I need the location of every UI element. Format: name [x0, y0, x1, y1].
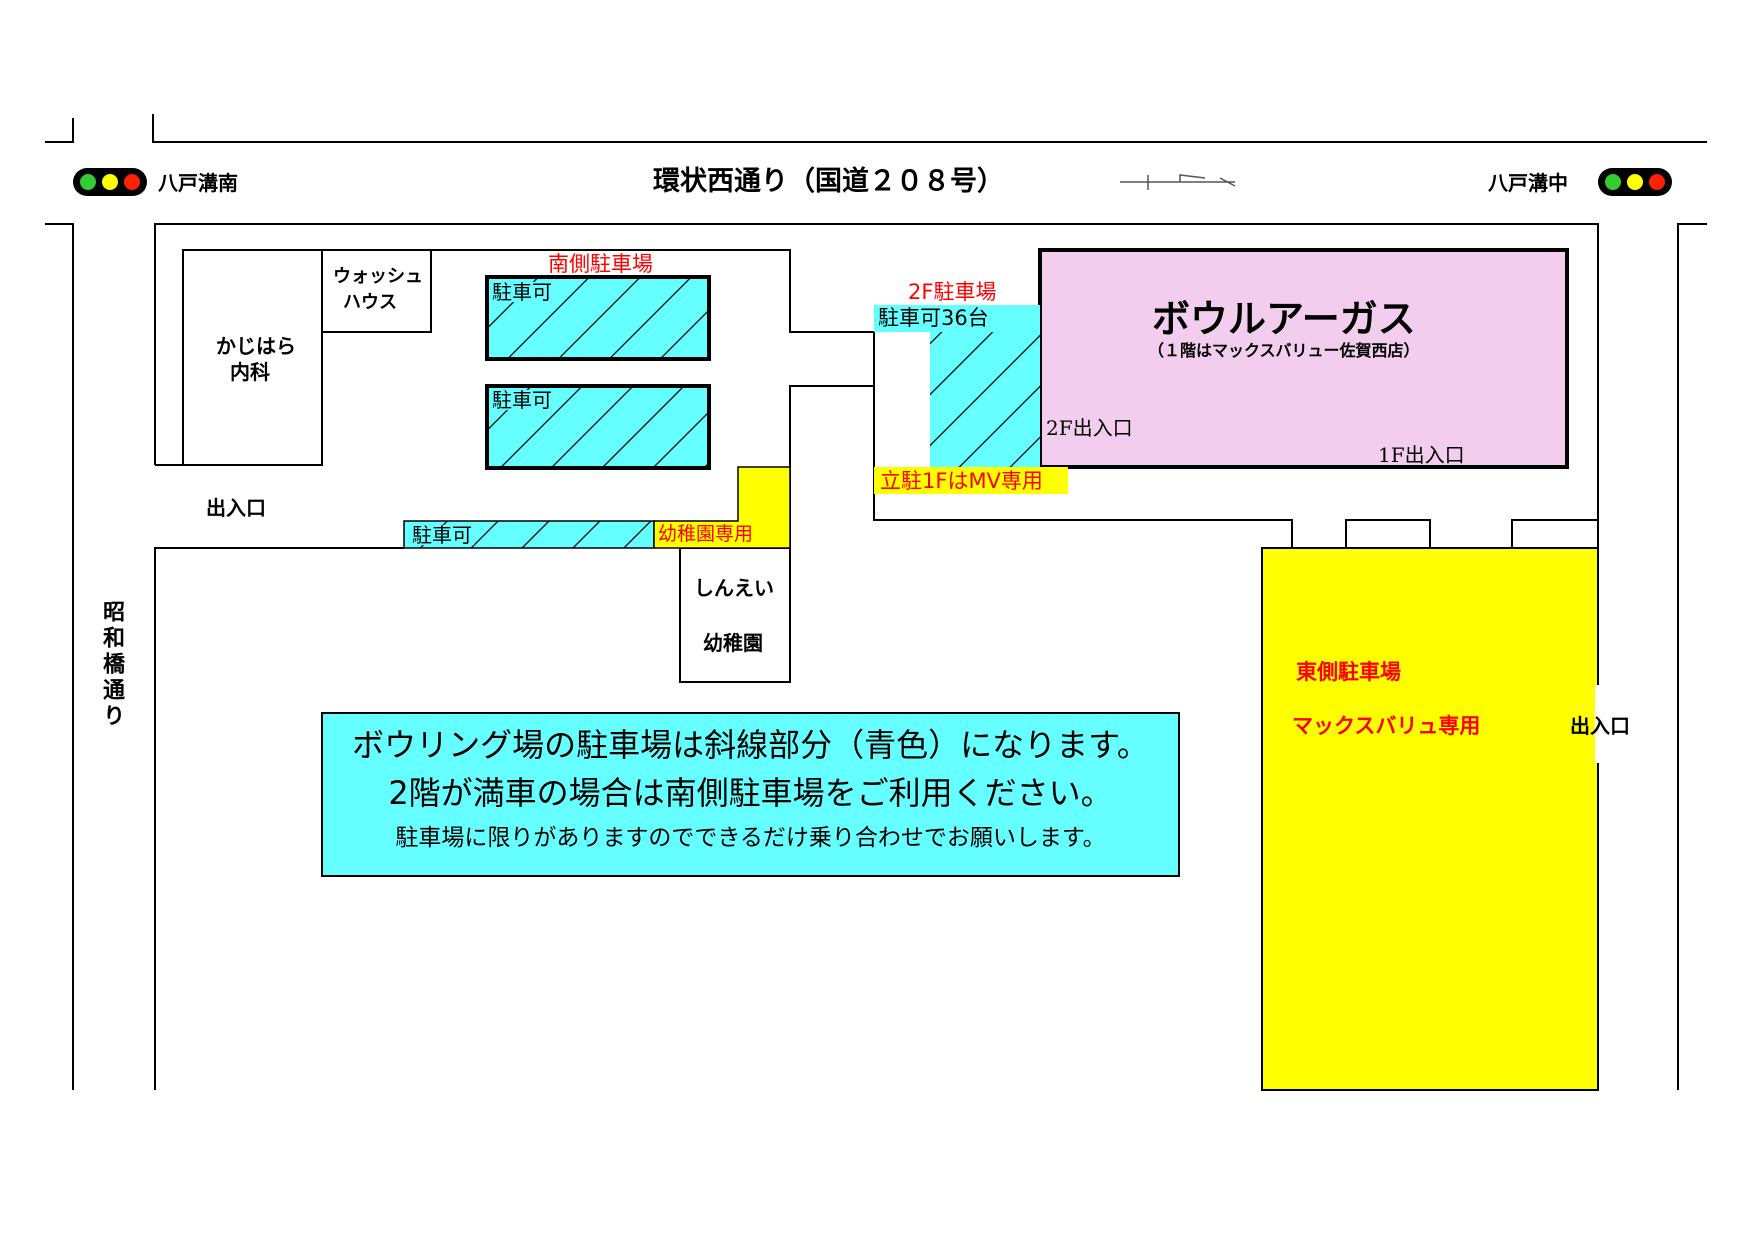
notice-box	[321, 712, 1180, 877]
kindergarten-only-area	[653, 466, 791, 549]
f2-parking-title: 2F駐車場	[908, 280, 997, 304]
kajihara-label-1: かじはら	[216, 334, 296, 358]
notice-line-1: ボウリング場の駐車場は斜線部分（青色）になります。	[352, 726, 1149, 764]
entrance-right: 出入口	[1570, 714, 1630, 738]
bowl-1f-entrance: 1F出入口	[1378, 443, 1465, 467]
lot-a-label: 駐車可	[490, 280, 554, 304]
south-parking-title: 南側駐車場	[548, 252, 653, 276]
kajihara-label-2: 内科	[230, 360, 270, 384]
notice-line-3: 駐車場に限りがありますのでできるだけ乗り合わせでお願いします。	[395, 825, 1106, 851]
traffic-signal-right	[1598, 168, 1672, 196]
f2-lot-hatched	[930, 332, 1040, 467]
shinei-label-1: しんえい	[694, 576, 774, 600]
wash-label-1: ウォッシュ	[333, 266, 423, 287]
notice-text: ボウリング場の駐車場は斜線部分（青色）になります。 2階が満車の場合は南側駐車場…	[324, 722, 1177, 858]
road-lines	[45, 114, 1707, 1090]
road-name-top: 環状西通り（国道２０８号）	[653, 166, 1004, 197]
notice-line-2: 2階が満車の場合は南側駐車場をご利用ください。	[388, 774, 1113, 812]
f2-lot-label-band	[874, 305, 1040, 332]
direction-arrow-icon	[1120, 174, 1236, 190]
signal-label-left: 八戸溝南	[158, 171, 238, 195]
lot-b-label: 駐車可	[490, 388, 554, 412]
wash-label-2: ハウス	[343, 292, 397, 313]
bowl-argus-building	[1038, 248, 1569, 469]
shinei-label-2: 幼稚園	[703, 631, 763, 655]
f2-lot-label: 駐車可36台	[878, 306, 989, 330]
east-entrance-gap	[1595, 685, 1601, 763]
signal-label-right: 八戸溝中	[1488, 171, 1568, 195]
shinei-kindergarten-building	[679, 547, 791, 683]
east-parking-title: 東側駐車場	[1296, 660, 1401, 684]
f1-mv-band	[874, 467, 1068, 494]
east-parking-only: マックスバリュ専用	[1292, 714, 1481, 738]
bowl-subtitle: （１階はマックスバリュー佐賀西店）	[1148, 341, 1420, 360]
f1-mv-label: 立駐1FはMV専用	[880, 469, 1043, 493]
road-name-left: 昭和橋通り	[99, 600, 124, 730]
traffic-signal-left	[73, 168, 147, 196]
bowl-name: ボウルアーガス	[1152, 296, 1416, 341]
entrance-left: 出入口	[206, 496, 266, 520]
kajihara-clinic-building	[182, 249, 323, 466]
kindergarten-only-label: 幼稚園専用	[658, 523, 754, 545]
east-parking-lot	[1261, 547, 1599, 1091]
bowl-2f-entrance: 2F出入口	[1046, 416, 1133, 440]
strip-lot-label: 駐車可	[410, 523, 474, 547]
wash-house-building	[321, 249, 432, 333]
